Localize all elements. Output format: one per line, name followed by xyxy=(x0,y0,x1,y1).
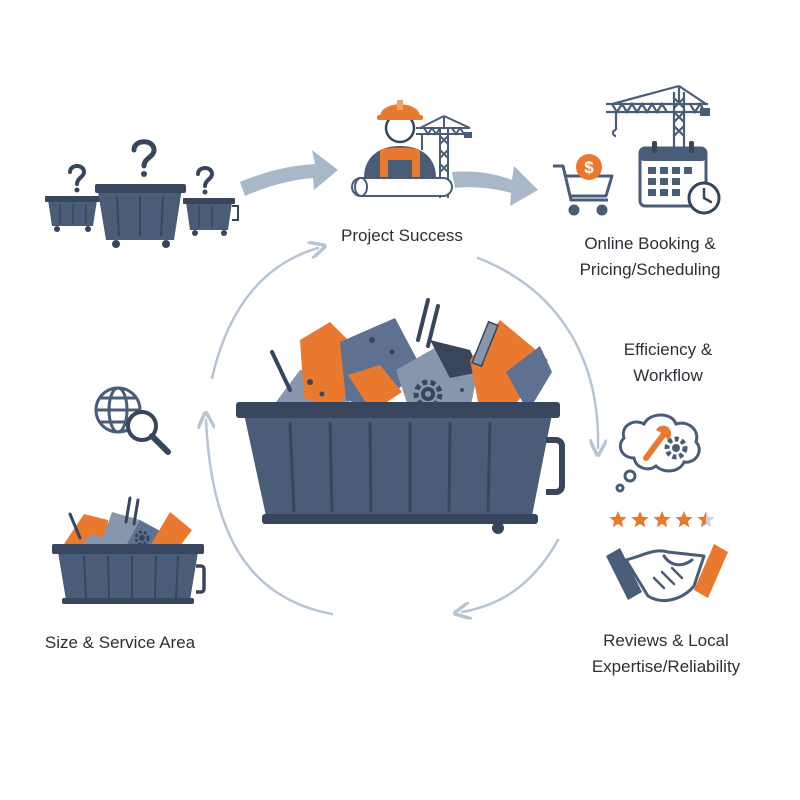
star-icon xyxy=(631,511,649,528)
svg-text:$: $ xyxy=(584,158,594,177)
worker-icon xyxy=(364,100,436,178)
star-rating xyxy=(609,511,715,528)
star-icon xyxy=(675,511,693,528)
dumpster-icon xyxy=(45,196,100,232)
label-efficiency-line2: Workflow xyxy=(633,366,703,385)
thought-bubble xyxy=(615,413,701,493)
small-dumpster xyxy=(52,496,206,604)
question-mark-icon xyxy=(68,164,87,186)
label-project-success-text: Project Success xyxy=(341,226,463,245)
central-dumpster xyxy=(236,298,565,534)
crane-icon xyxy=(606,84,708,150)
blueprint-scroll xyxy=(351,177,453,197)
crane-icon xyxy=(416,115,471,198)
ring-arc-right xyxy=(476,256,598,448)
debris-pile xyxy=(270,298,552,412)
wrench-icon xyxy=(643,425,672,461)
label-size-service: Size & Service Area xyxy=(30,630,210,656)
flow-arrow-left xyxy=(240,150,338,196)
label-reviews-line2: Expertise/Reliability xyxy=(591,657,741,676)
ring-arc-bottom xyxy=(462,538,560,612)
globe-icon xyxy=(94,386,142,434)
dumpster-options xyxy=(45,139,239,248)
question-mark-icon xyxy=(141,171,147,177)
gear-icon xyxy=(134,530,150,546)
question-mark-icon xyxy=(202,189,208,195)
star-icon xyxy=(697,511,715,528)
question-mark-icon xyxy=(131,139,157,169)
online-booking-illustration: $ xyxy=(553,84,721,216)
ring-arc-left xyxy=(206,420,334,616)
label-reviews: Reviews & Local Expertise/Reliability xyxy=(566,628,766,680)
dumpster-icon xyxy=(183,198,239,236)
label-online-booking: Online Booking & Pricing/Scheduling xyxy=(560,231,740,283)
efficiency-illustration xyxy=(615,413,701,493)
reviews-illustration xyxy=(606,511,728,602)
label-project-success: Project Success xyxy=(330,223,474,249)
label-efficiency: Efficiency & Workflow xyxy=(598,337,738,389)
clock-icon xyxy=(687,181,721,215)
service-area-illustration xyxy=(94,386,171,455)
handshake-icon xyxy=(606,544,728,602)
label-reviews-line1: Reviews & Local xyxy=(603,631,729,650)
dollar-icon: $ xyxy=(576,154,602,180)
question-mark-icon xyxy=(196,166,215,188)
calendar-icon xyxy=(638,141,708,208)
project-success-illustration xyxy=(351,100,472,198)
dumpster-icon xyxy=(95,184,186,248)
magnifier-icon xyxy=(126,410,171,455)
label-efficiency-line1: Efficiency & xyxy=(623,340,713,359)
flow-arrow-right xyxy=(452,166,538,206)
question-mark-icon xyxy=(74,187,80,193)
cycle-ring xyxy=(206,248,598,614)
debris-pile xyxy=(64,496,192,548)
gear-icon xyxy=(664,436,688,460)
ring-arc-top xyxy=(210,248,318,380)
label-online-booking-line2: Pricing/Scheduling xyxy=(579,260,721,279)
star-icon xyxy=(653,511,671,528)
label-size-service-text: Size & Service Area xyxy=(44,633,196,652)
star-icon xyxy=(609,511,627,528)
label-online-booking-line1: Online Booking & xyxy=(584,234,716,253)
